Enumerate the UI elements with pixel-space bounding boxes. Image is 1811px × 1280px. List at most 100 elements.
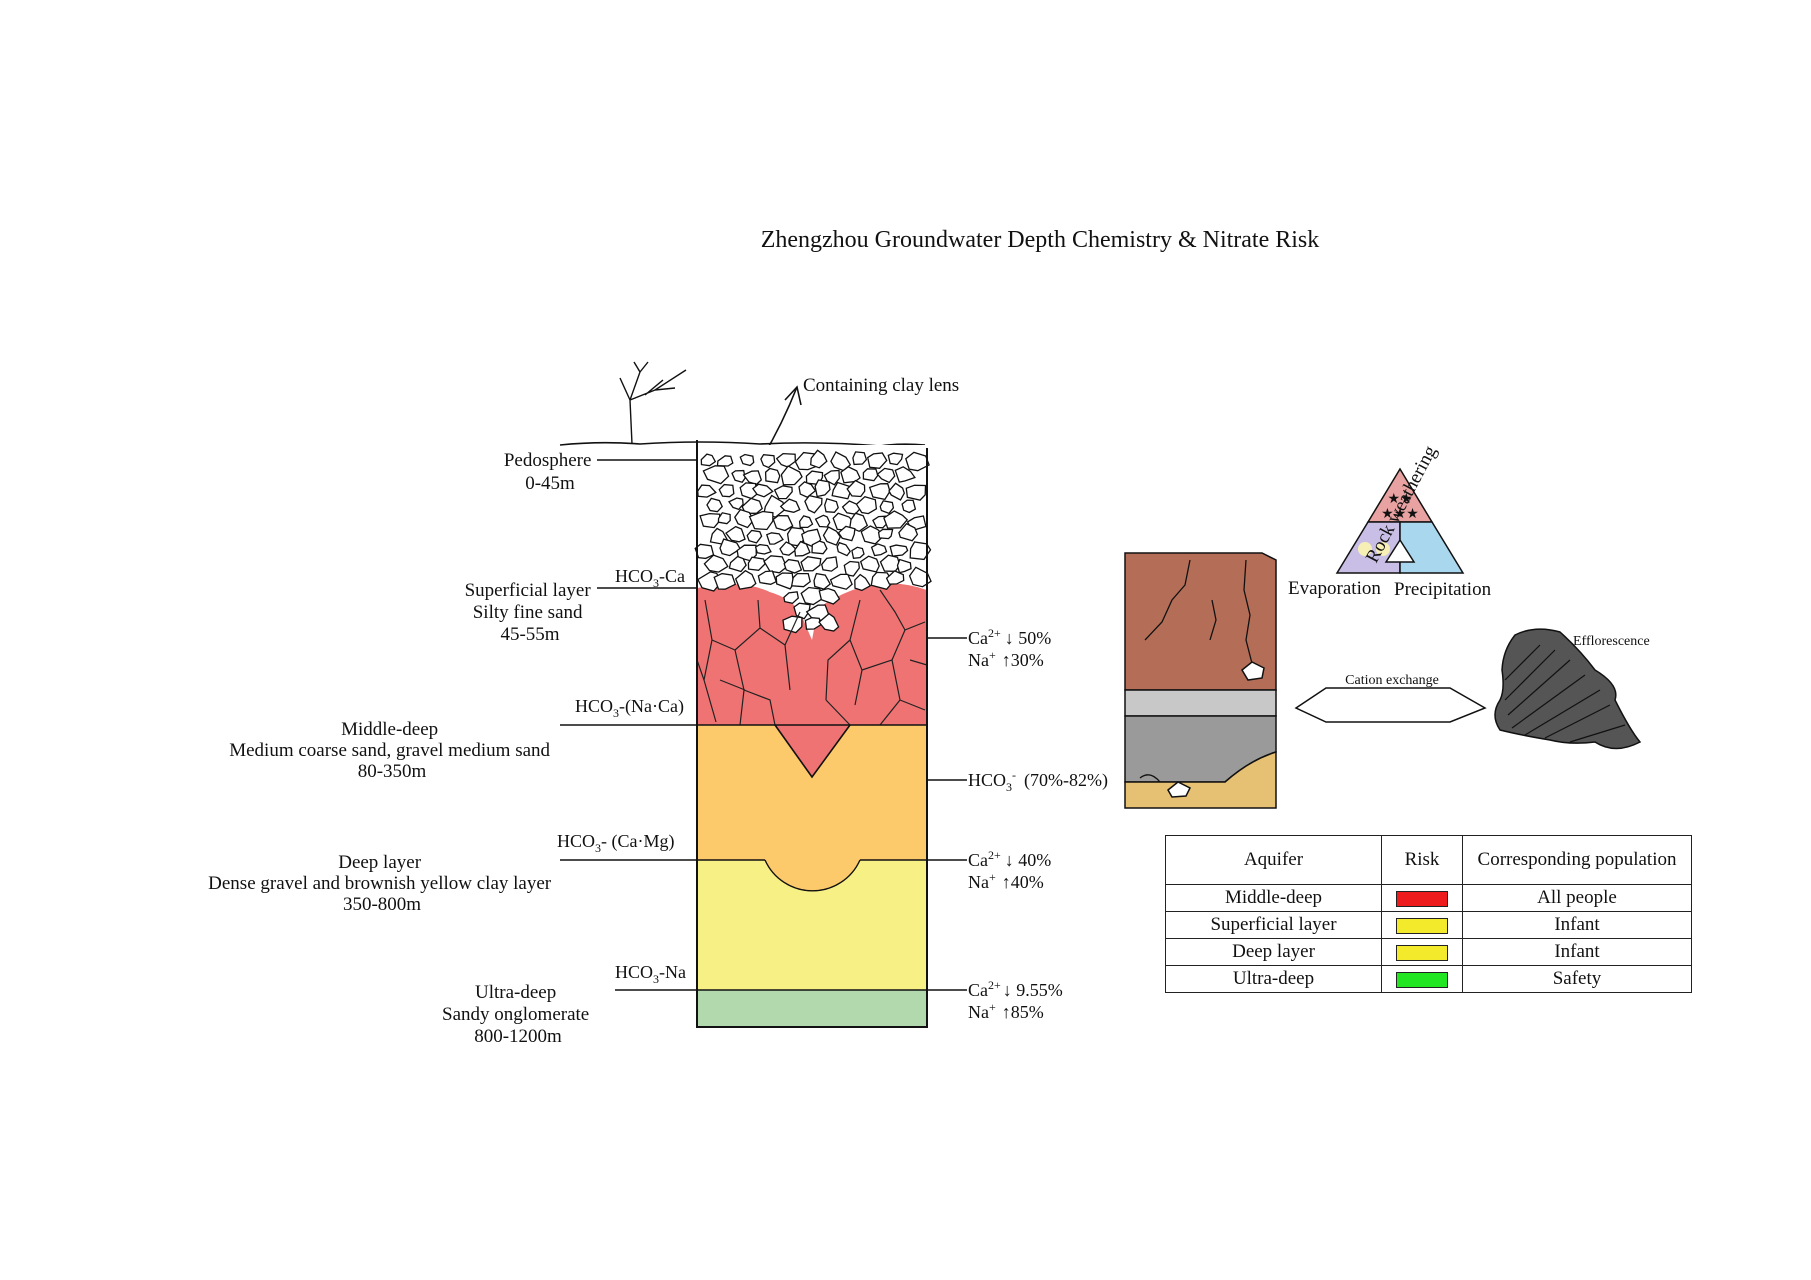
pebble xyxy=(779,541,798,556)
water-type-3: HCO3- (Ca·Mg) xyxy=(557,831,675,855)
pebble xyxy=(694,543,715,560)
pebble xyxy=(773,485,793,500)
pebble xyxy=(794,540,811,557)
evaporation-label: Evaporation xyxy=(1288,578,1381,599)
population-cell: Safety xyxy=(1462,965,1692,993)
pebble xyxy=(716,455,734,467)
pebble xyxy=(846,479,866,498)
process-triangle xyxy=(1335,467,1465,574)
pebble xyxy=(814,514,831,528)
pebble xyxy=(718,483,735,498)
pebble xyxy=(765,532,784,545)
pebble xyxy=(775,572,795,590)
pebble xyxy=(772,514,794,532)
pebble xyxy=(779,498,801,513)
risk-table: Aquifer Risk Corresponding population Mi… xyxy=(1165,835,1692,993)
risk-cell xyxy=(1381,911,1463,939)
pebble xyxy=(885,570,905,585)
pebble xyxy=(855,495,878,515)
pebble xyxy=(870,571,894,591)
pebble xyxy=(888,482,906,501)
population-cell: Infant xyxy=(1462,938,1692,966)
pebble xyxy=(829,573,853,590)
aquifer-cell: Superficial layer xyxy=(1165,911,1382,939)
cation-exchange-arrow xyxy=(1294,687,1487,723)
pebble xyxy=(824,498,839,513)
pebble xyxy=(868,483,891,501)
tree-icon xyxy=(619,361,687,445)
pebble xyxy=(905,484,927,501)
pebble xyxy=(739,453,755,467)
pebble xyxy=(818,612,840,632)
table-row: Superficial layer Infant xyxy=(1165,911,1692,939)
risk-cell xyxy=(1381,884,1463,912)
pebble xyxy=(700,453,717,467)
label-middle-deep: Middle-deep Medium coarse sand, gravel m… xyxy=(229,719,555,782)
pebble xyxy=(764,467,781,484)
pebble xyxy=(731,469,746,484)
pebble xyxy=(800,586,825,606)
pebble xyxy=(898,522,919,542)
pebble xyxy=(734,508,755,529)
left-labels xyxy=(560,459,697,991)
pebble xyxy=(790,572,811,588)
pebble xyxy=(783,558,803,574)
ion-change-middle-deep: HCO3-(70%-82%) xyxy=(968,768,1108,794)
pebble xyxy=(699,512,721,529)
page-title: Zhengzhou Groundwater Depth Chemistry & … xyxy=(761,227,1320,253)
pebble xyxy=(748,510,774,531)
risk-swatch xyxy=(1396,944,1448,961)
pebble xyxy=(804,494,823,514)
efflorescence-icon xyxy=(1494,628,1642,750)
table-row: Ultra-deep Safety xyxy=(1165,965,1692,993)
svg-text:★★: ★★ xyxy=(1387,492,1412,507)
clay-lens-label: Containing clay lens xyxy=(803,375,959,396)
pebble xyxy=(810,449,828,469)
pebble xyxy=(851,546,865,560)
ion-change-superficial: Ca2+↓ 50% Na+↑30% xyxy=(968,626,1056,670)
pebble xyxy=(883,510,909,529)
pebble xyxy=(849,512,869,533)
pebble xyxy=(725,525,746,543)
risk-swatch xyxy=(1396,971,1448,988)
pebble xyxy=(822,526,842,546)
pebble xyxy=(837,525,856,542)
layer-superficial xyxy=(697,583,927,777)
soil-profile xyxy=(1124,552,1277,809)
pebble xyxy=(747,556,766,571)
pebble xyxy=(887,452,904,466)
risk-cell xyxy=(1381,965,1463,993)
right-leader-lines xyxy=(927,637,967,991)
label-deep: Deep layer Dense gravel and brownish yel… xyxy=(208,852,556,915)
table-row: Deep layer Infant xyxy=(1165,938,1692,966)
header-aquifer: Aquifer xyxy=(1165,835,1382,885)
pebble xyxy=(877,528,894,540)
pebble xyxy=(706,497,723,513)
risk-cell xyxy=(1381,938,1463,966)
table-header-row: Aquifer Risk Corresponding population xyxy=(1165,835,1692,885)
pebble xyxy=(783,591,800,605)
pebble xyxy=(896,558,912,574)
ion-change-deep: Ca2+↓ 40% Na+↑40% xyxy=(968,848,1056,892)
pebble xyxy=(836,541,851,557)
pebble xyxy=(811,540,828,555)
pebble xyxy=(862,468,879,482)
pebble xyxy=(763,555,788,574)
pebble xyxy=(742,470,763,486)
pebble xyxy=(818,587,841,605)
crack-texture xyxy=(696,589,928,726)
ion-change-ultra-deep: Ca2+↓ 9.55% Na+↑85% xyxy=(968,978,1067,1022)
pebble xyxy=(717,512,731,525)
pebble xyxy=(854,573,872,592)
risk-swatch xyxy=(1396,917,1448,934)
pebble xyxy=(852,451,868,466)
layer-ultra-deep xyxy=(697,990,927,1027)
population-cell: Infant xyxy=(1462,911,1692,939)
pebble xyxy=(780,465,803,486)
stars-icon: ★★ ★★★ xyxy=(1381,492,1419,522)
layer-middle-deep xyxy=(697,725,927,891)
pebble xyxy=(814,479,831,498)
stratigraphic-column xyxy=(694,440,932,1028)
label-ultra-deep: Ultra-deep Sandy onglomerate 800-1200m xyxy=(442,982,594,1047)
